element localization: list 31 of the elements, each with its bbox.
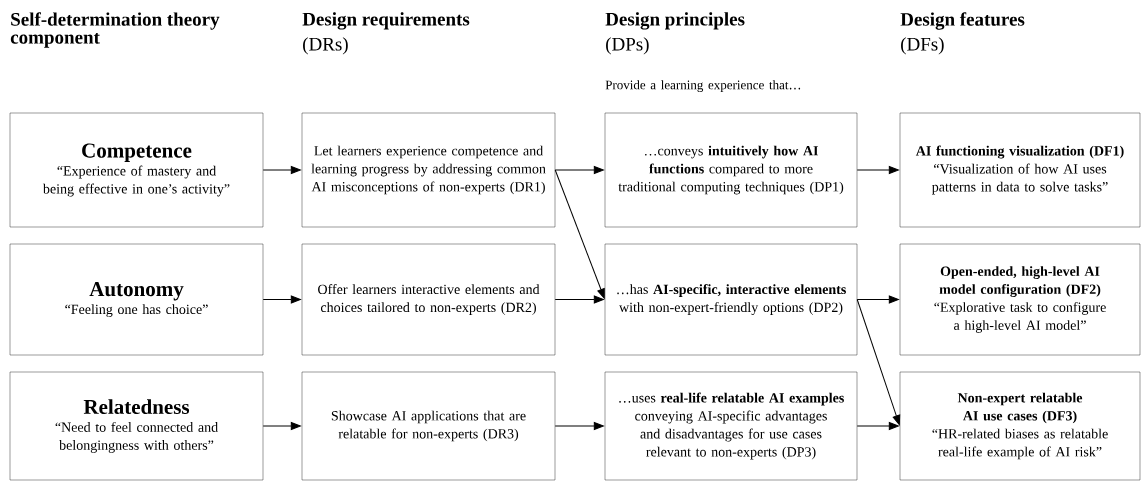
column-subheading: (DFs) — [901, 37, 944, 55]
component-box: Let learners experience competence and learning progress by addressing common AI misconceptions of non-experts (DR1) — [301, 112, 556, 228]
component-box: Showcase AI applications that are relatable for non-experts (DR3) — [301, 371, 556, 481]
arrow — [554, 169, 605, 299]
component-box: Non-expert relatable AI use cases (DF3) “HR-related biases as relatable real-life example of AI risk” — [899, 371, 1141, 481]
component-box: …conveys intuitively how AI functions compared to more traditional computing techniques (DP1) — [604, 112, 858, 228]
component-box: Relatedness “Need to feel connected and belongingness with others” — [9, 371, 264, 481]
arrow — [856, 295, 899, 304]
column-heading: Design requirements — [302, 12, 470, 30]
component-box: Offer learners interactive elements and choices tailored to non-experts (DR2) — [301, 243, 556, 356]
component-box: AI functioning visualization (DF1) “Visualization of how AI uses patterns in data to solve tasks” — [899, 112, 1141, 228]
intro-text: Provide a learning experience that… — [605, 80, 801, 93]
arrow — [856, 299, 901, 426]
column-subheading: (DPs) — [606, 37, 649, 55]
arrow — [554, 295, 604, 304]
arrow — [856, 166, 899, 174]
column-heading: Design principles — [605, 12, 745, 30]
arrow — [262, 422, 301, 430]
arrow — [262, 295, 301, 304]
arrow — [554, 166, 604, 174]
component-box: Open-ended, high-level AI model configuration (DF2) “Explorative task to configure a high-level AI model” — [899, 243, 1141, 356]
column-heading: Design features — [900, 12, 1025, 30]
column-subheading: (DRs) — [303, 37, 348, 55]
component-box: …uses real-life relatable AI examples conveying AI-specific advantages and disadvantages for use cases relevant to non-experts (DP3) — [604, 371, 858, 481]
column-heading: Self-determination theory component — [10, 12, 220, 48]
component-box: Competence “Experience of mastery and being effective in one’s activity” — [9, 112, 264, 228]
component-box: …has AI-specific, interactive elements with non-expert-friendly options (DP2) — [604, 243, 858, 356]
arrow — [856, 422, 899, 430]
arrow — [262, 166, 301, 174]
component-box: Autonomy “Feeling one has choice” — [9, 243, 264, 356]
arrow — [554, 422, 604, 430]
